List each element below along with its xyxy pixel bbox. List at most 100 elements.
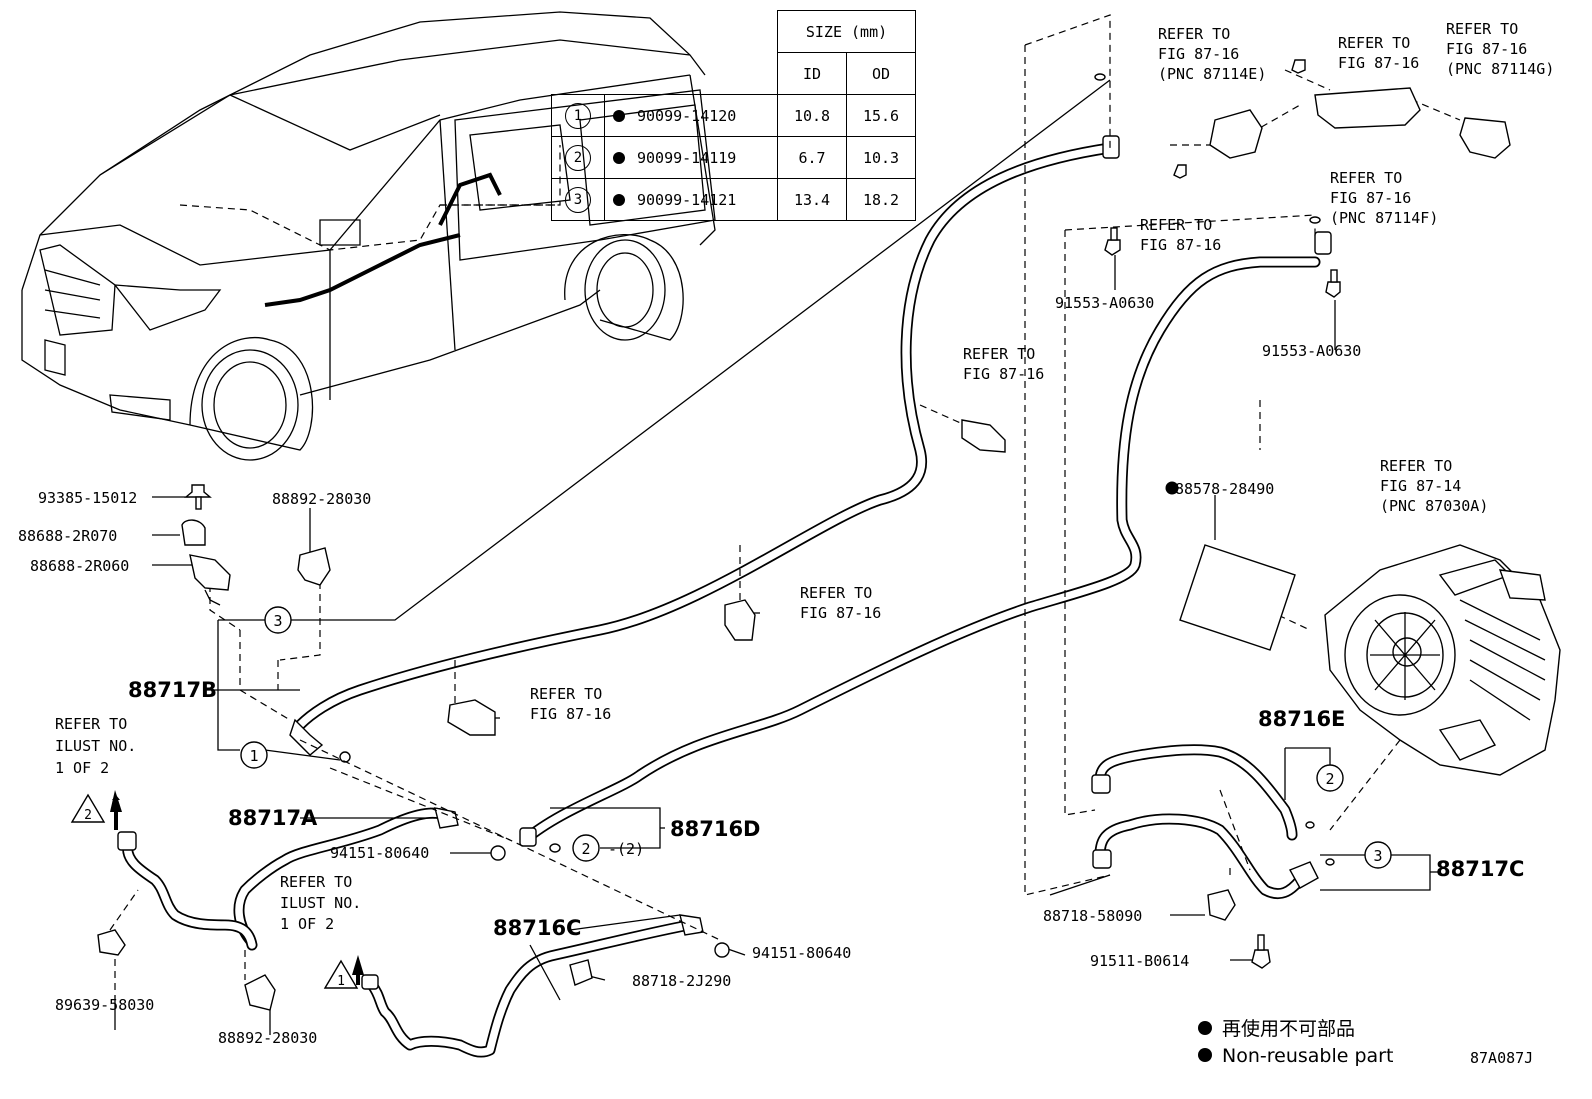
label-88716C: 88716C <box>493 916 581 940</box>
svg-text:FIG 87-16: FIG 87-16 <box>1158 45 1239 63</box>
row-key: 2 <box>565 144 591 171</box>
label-94151-left: 94151-80640 <box>330 844 429 862</box>
od-header: OD <box>846 52 916 95</box>
svg-text:FIG 87-16: FIG 87-16 <box>1338 54 1419 72</box>
table-row: 2 90099-14119 6.7 10.3 <box>551 136 916 179</box>
svg-text:REFER TO: REFER TO <box>1380 457 1452 475</box>
row-part: 90099-14119 <box>637 148 737 167</box>
svg-text:REFER TO: REFER TO <box>963 345 1035 363</box>
vehicle-hose-route <box>264 172 502 307</box>
vehicle-illustration <box>21 11 716 461</box>
label-88688-2r060: 88688-2R060 <box>30 557 129 575</box>
marker-c1: 1 <box>240 741 268 769</box>
row-od: 10.3 <box>846 136 916 179</box>
label-88892-bottom: 88892-28030 <box>218 1029 317 1047</box>
refer-left-upper: REFER TO FIG 87-16 <box>963 345 1044 383</box>
svg-text:FIG 87-16: FIG 87-16 <box>800 604 881 622</box>
hose-88716E <box>1091 744 1298 841</box>
svg-text:(PNC 87030A): (PNC 87030A) <box>1380 497 1488 515</box>
vehicle-leader-lines <box>179 145 561 251</box>
svg-text:REFER TO: REFER TO <box>1338 34 1410 52</box>
svg-text:2: 2 <box>1325 770 1334 788</box>
svg-text:FIG 87-14: FIG 87-14 <box>1380 477 1461 495</box>
legend-japanese: 再使用不可部品 <box>1222 1018 1355 1040</box>
row-part: 90099-14120 <box>637 106 737 125</box>
label-88688-2r070: 88688-2R070 <box>18 527 117 545</box>
label-93385: 93385-15012 <box>38 489 137 507</box>
svg-text:ILUST NO.: ILUST NO. <box>280 894 361 912</box>
svg-text:(PNC 87114F): (PNC 87114F) <box>1330 209 1438 227</box>
table-row: 1 90099-14120 10.8 15.6 <box>551 94 916 137</box>
label-88716D: 88716D <box>670 817 761 841</box>
label-88578: 88578-28490 <box>1175 480 1274 498</box>
marker-c2b: 2 <box>1316 764 1344 792</box>
label-sheet <box>1179 544 1296 651</box>
refer-top: REFER TO FIG 87-16 <box>1338 34 1419 72</box>
svg-text:FIG 87-16: FIG 87-16 <box>1330 189 1411 207</box>
hose-88716C <box>361 914 704 1058</box>
label-91553-right: 91553-A0630 <box>1262 342 1361 360</box>
triangle-marker-center: 1 <box>323 955 364 989</box>
clips-and-fasteners <box>97 59 1511 1011</box>
svg-text:REFER TO: REFER TO <box>530 685 602 703</box>
refer-87114E: REFER TO FIG 87-16 (PNC 87114E) <box>1158 25 1266 83</box>
svg-text:REFER TO: REFER TO <box>1140 216 1212 234</box>
refer-low: REFER TO FIG 87-16 <box>530 685 611 723</box>
label-94151-right: 94151-80640 <box>752 944 851 962</box>
figure-code: 87A087J <box>1470 1049 1533 1067</box>
svg-text:REFER TO: REFER TO <box>55 715 127 733</box>
table-corner <box>551 10 778 95</box>
non-reusable-dot-icon <box>613 193 625 206</box>
refer-ilust-center: REFER TO ILUST NO. 1 OF 2 <box>280 873 361 933</box>
refer-ilust-left: REFER TO ILUST NO. 1 OF 2 <box>55 715 136 777</box>
svg-text:REFER TO: REFER TO <box>1330 169 1402 187</box>
label-88718-2J290: 88718-2J290 <box>632 972 731 990</box>
leader-lines <box>114 79 1440 1035</box>
svg-text:FIG 87-16: FIG 87-16 <box>530 705 611 723</box>
svg-text:FIG 87-16: FIG 87-16 <box>1140 236 1221 254</box>
refer-mid: REFER TO FIG 87-16 <box>1140 216 1221 254</box>
svg-text:REFER TO: REFER TO <box>1446 20 1518 38</box>
label-88892-top: 88892-28030 <box>272 490 371 508</box>
label-88717A: 88717A <box>228 806 318 830</box>
label-88717B: 88717B <box>128 678 217 702</box>
hose-88717C <box>1092 813 1319 900</box>
size-table: SIZE (mm) ID OD 1 90099-14120 10.8 15.6 … <box>551 10 916 221</box>
hose-88716D <box>519 231 1332 847</box>
svg-text:2: 2 <box>84 808 92 823</box>
svg-text:REFER TO: REFER TO <box>280 873 352 891</box>
label-d2paren: -(2) <box>608 840 644 858</box>
label-91511: 91511-B0614 <box>1090 952 1189 970</box>
refer-87030A: REFER TO FIG 87-14 (PNC 87030A) <box>1380 457 1488 515</box>
size-header: SIZE (mm) <box>777 10 916 53</box>
hose-88717A <box>117 807 459 951</box>
row-od: 15.6 <box>846 94 916 137</box>
svg-text:ILUST NO.: ILUST NO. <box>55 737 136 755</box>
non-reusable-dot-icon <box>1165 481 1179 495</box>
svg-text:1 OF 2: 1 OF 2 <box>55 759 109 777</box>
svg-text:FIG 87-16: FIG 87-16 <box>1446 40 1527 58</box>
row-od: 18.2 <box>846 178 916 221</box>
refer-87114F: REFER TO FIG 87-16 (PNC 87114F) <box>1330 169 1438 227</box>
svg-text:REFER TO: REFER TO <box>800 584 872 602</box>
label-89639: 89639-58030 <box>55 996 154 1014</box>
svg-text:(PNC 87114G): (PNC 87114G) <box>1446 60 1554 78</box>
svg-text:1: 1 <box>249 747 258 765</box>
svg-text:1: 1 <box>337 974 345 989</box>
hvac-unit <box>1324 544 1561 776</box>
part-labels: 93385-15012 88688-2R070 88688-2R060 8889… <box>18 294 1533 1067</box>
label-88717C: 88717C <box>1436 857 1524 881</box>
non-reusable-dot-icon <box>613 151 625 164</box>
svg-text:2: 2 <box>581 840 590 858</box>
svg-text:FIG 87-16: FIG 87-16 <box>963 365 1044 383</box>
non-reusable-dot-icon <box>1198 1048 1212 1062</box>
refer-87114G: REFER TO FIG 87-16 (PNC 87114G) <box>1446 20 1554 78</box>
label-88716E: 88716E <box>1258 707 1345 731</box>
row-key: 1 <box>565 102 591 129</box>
legend-english: Non-reusable part <box>1222 1045 1393 1067</box>
svg-text:(PNC 87114E): (PNC 87114E) <box>1158 65 1266 83</box>
row-key: 3 <box>565 186 591 213</box>
marker-c3: 3 <box>264 606 292 634</box>
row-id: 13.4 <box>777 178 847 221</box>
